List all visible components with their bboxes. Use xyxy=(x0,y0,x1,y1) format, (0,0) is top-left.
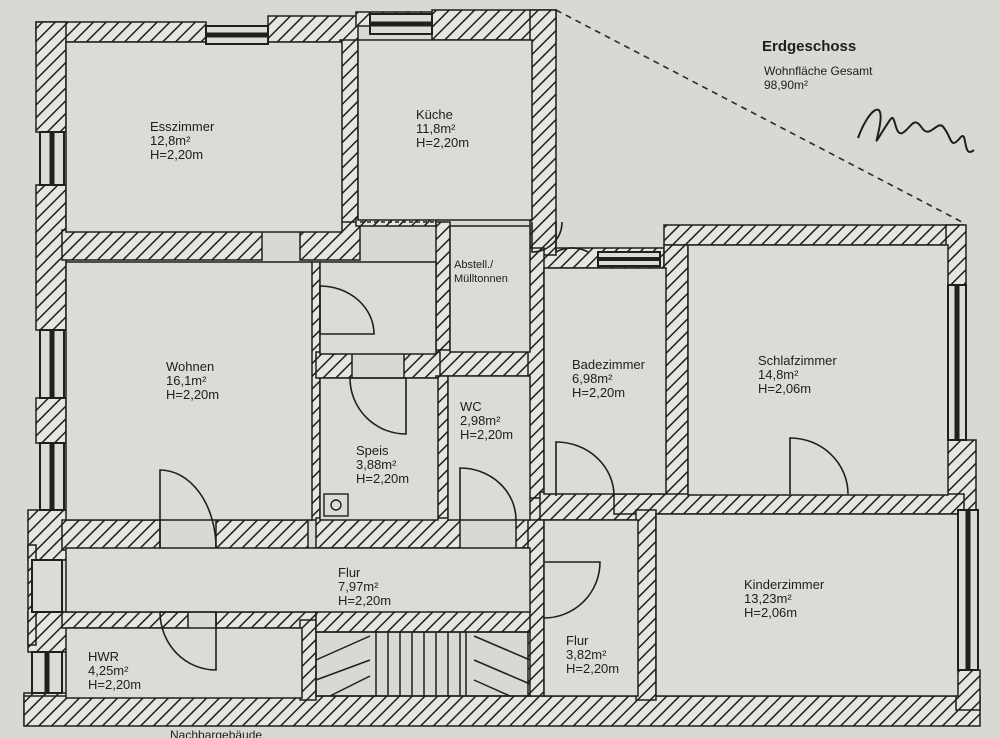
signature-scribble xyxy=(857,108,975,153)
room-wohnen: Wohnen 16,1m² H=2,20m xyxy=(166,360,219,402)
room-area: 6,98m² xyxy=(572,371,613,386)
room-name: Abstell./ xyxy=(454,259,494,271)
room-height: H=2,06m xyxy=(758,381,812,396)
room-height: H=2,20m xyxy=(356,471,410,486)
room-abstell: Abstell./ Mülltonnen xyxy=(454,258,508,286)
room-area: 2,98m² xyxy=(460,413,501,428)
room-area: 7,97m² xyxy=(338,579,379,594)
room-area: 3,88m² xyxy=(356,457,397,472)
room-area: 4,25m² xyxy=(88,663,129,678)
room-area: 3,82m² xyxy=(566,647,607,662)
room-name: Flur xyxy=(338,565,361,580)
room-speis: Speis 3,88m² H=2,20m xyxy=(356,444,409,486)
room-name: WC xyxy=(460,399,482,414)
room-name: Badezimmer xyxy=(572,357,645,372)
neighbor-building-note: Nachbargebäude xyxy=(170,728,263,738)
room-name: Schlafzimmer xyxy=(758,353,837,368)
room-name-2: Mülltonnen xyxy=(454,273,508,285)
room-height: H=2,20m xyxy=(166,387,220,402)
room-schlafzimmer: Schlafzimmer 14,8m² H=2,06m xyxy=(758,354,837,396)
room-height: H=2,20m xyxy=(150,147,204,162)
total-area-value: 98,90m² xyxy=(764,78,809,92)
dashed-outline xyxy=(555,9,963,223)
floor-title: Erdgeschoss xyxy=(762,38,857,55)
room-wc: WC 2,98m² H=2,20m xyxy=(460,400,513,442)
room-name: Kinderzimmer xyxy=(744,577,825,592)
room-floors xyxy=(65,39,959,699)
room-name: Flur xyxy=(566,633,589,648)
room-height: H=2,20m xyxy=(416,135,470,150)
room-esszimmer: Esszimmer 12,8m² H=2,20m xyxy=(150,120,214,162)
room-height: H=2,20m xyxy=(572,385,626,400)
room-kueche: Küche 11,8m² H=2,20m xyxy=(416,108,469,150)
room-area: 11,8m² xyxy=(416,121,456,136)
room-hwr: HWR 4,25m² H=2,20m xyxy=(88,650,141,692)
room-flur-1: Flur 7,97m² H=2,20m xyxy=(338,566,391,608)
room-name: Küche xyxy=(416,107,453,122)
total-area-label: Wohnfläche Gesamt xyxy=(764,64,873,78)
room-name: Speis xyxy=(356,443,389,458)
room-name: Wohnen xyxy=(166,359,215,374)
stairs xyxy=(315,631,531,697)
room-kinderzimmer: Kinderzimmer 13,23m² H=2,06m xyxy=(744,578,824,620)
total-area: Wohnfläche Gesamt 98,90m² xyxy=(764,64,873,92)
room-area: 12,8m² xyxy=(150,133,191,148)
room-area: 13,23m² xyxy=(744,591,792,606)
room-height: H=2,20m xyxy=(460,427,514,442)
drain-symbol xyxy=(323,493,349,517)
room-area: 16,1m² xyxy=(166,373,207,388)
room-height: H=2,06m xyxy=(744,605,798,620)
room-height: H=2,20m xyxy=(566,661,620,676)
room-area: 14,8m² xyxy=(758,367,799,382)
doors xyxy=(159,221,849,671)
room-height: H=2,20m xyxy=(338,593,392,608)
room-badezimmer: Badezimmer 6,98m² H=2,20m xyxy=(572,358,645,400)
room-name: HWR xyxy=(88,649,120,664)
room-flur-2: Flur 3,82m² H=2,20m xyxy=(566,634,619,676)
room-name: Esszimmer xyxy=(150,119,215,134)
windows xyxy=(31,13,979,694)
room-height: H=2,20m xyxy=(88,677,142,692)
